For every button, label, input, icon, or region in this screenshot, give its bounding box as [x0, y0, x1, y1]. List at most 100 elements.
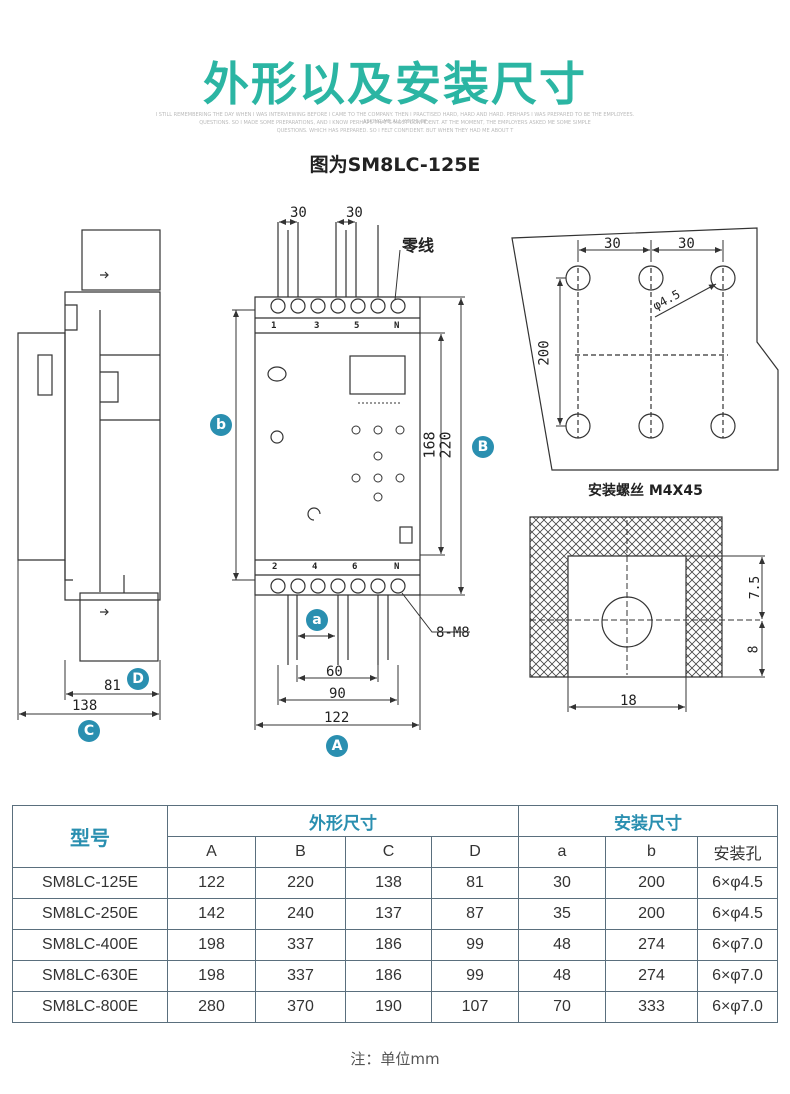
header-outline: 外形尺寸 — [167, 805, 519, 837]
tagline-line-3: QUESTIONS. WHICH HAS PREPARED. SO I FELT… — [276, 128, 514, 134]
value-cell: 99 — [431, 960, 519, 992]
dim-30-right: 30 — [346, 205, 363, 221]
tagline-line-1: I STILL REMEMBERING THE DAY WHEN I WAS I… — [155, 112, 635, 125]
cutout-dim-18: 18 — [620, 693, 637, 709]
value-cell: 337 — [255, 929, 346, 961]
col-header: a — [518, 836, 606, 868]
value-cell: 99 — [431, 929, 519, 961]
model-cell: SM8LC-630E — [12, 960, 168, 992]
plate-dim-30-a: 30 — [604, 236, 621, 252]
value-cell: 190 — [345, 991, 432, 1023]
value-cell: 81 — [431, 867, 519, 899]
side-view — [17, 229, 161, 662]
value-cell: 48 — [518, 929, 606, 961]
value-cell: 198 — [167, 960, 256, 992]
value-cell: 186 — [345, 929, 432, 961]
model-cell: SM8LC-125E — [12, 867, 168, 899]
terminal-label: N — [394, 321, 400, 331]
value-cell: 87 — [431, 898, 519, 930]
value-cell: 35 — [518, 898, 606, 930]
model-cell: SM8LC-400E — [12, 929, 168, 961]
terminal-label: 2 — [272, 562, 278, 572]
value-cell: 107 — [431, 991, 519, 1023]
value-cell: 48 — [518, 960, 606, 992]
col-header: A — [167, 836, 256, 868]
badge-d: D — [127, 668, 149, 690]
unit-note: 注：单位mm — [350, 1050, 440, 1068]
badge-b-lower: b — [210, 414, 232, 436]
mount-screw-caption: 安装螺丝 M4X45 — [588, 483, 703, 499]
value-cell: 30 — [518, 867, 606, 899]
terminal-label: N — [394, 562, 400, 572]
header-install: 安装尺寸 — [518, 805, 778, 837]
value-cell: 6×φ7.0 — [697, 929, 778, 961]
badge-c: C — [78, 720, 100, 742]
value-cell: 186 — [345, 960, 432, 992]
value-cell: 6×φ4.5 — [697, 867, 778, 899]
dimension-drawing — [17, 219, 779, 730]
badge-a: A — [326, 735, 348, 757]
value-cell: 220 — [255, 867, 346, 899]
mount-plate — [511, 227, 779, 471]
col-header: b — [605, 836, 698, 868]
value-cell: 200 — [605, 867, 698, 899]
dim-220: 220 — [436, 431, 455, 459]
terminal-label: 1 — [271, 321, 277, 331]
plate-dim-200: 200 — [536, 340, 553, 366]
dim-30-left: 30 — [290, 205, 307, 221]
value-cell: 274 — [605, 929, 698, 961]
cutout-dim-8: 8 — [746, 645, 762, 654]
terminal-label: 3 — [314, 321, 320, 331]
value-cell: 6×φ7.0 — [697, 991, 778, 1023]
model-cell: SM8LC-250E — [12, 898, 168, 930]
value-cell: 274 — [605, 960, 698, 992]
value-cell: 333 — [605, 991, 698, 1023]
terminal-label: 5 — [354, 321, 360, 331]
dim-138: 138 — [72, 698, 98, 714]
col-header: C — [345, 836, 432, 868]
page-title: 外形以及安装尺寸 — [203, 57, 587, 111]
dim-81: 81 — [104, 678, 121, 694]
value-cell: 280 — [167, 991, 256, 1023]
value-cell: 200 — [605, 898, 698, 930]
value-cell: 137 — [345, 898, 432, 930]
badge-b: B — [472, 436, 494, 458]
value-cell: 337 — [255, 960, 346, 992]
dim-60: 60 — [326, 664, 343, 680]
dim-90: 90 — [329, 686, 346, 702]
col-header: B — [255, 836, 346, 868]
value-cell: 70 — [518, 991, 606, 1023]
value-cell: 142 — [167, 898, 256, 930]
value-cell: 122 — [167, 867, 256, 899]
front-view — [254, 222, 421, 665]
value-cell: 240 — [255, 898, 346, 930]
col-header: D — [431, 836, 519, 868]
badge-a-lower: a — [306, 609, 328, 631]
neutral-label: 零线 — [402, 236, 435, 255]
drawing-subtitle: 图为SM8LC-125E — [309, 154, 481, 176]
tagline-line-2: QUESTIONS. SO I MADE SOME PREPARATIONS, … — [199, 120, 591, 126]
value-cell: 138 — [345, 867, 432, 899]
model-cell: SM8LC-800E — [12, 991, 168, 1023]
panel-cutout — [529, 516, 765, 712]
dim-122: 122 — [324, 710, 350, 726]
plate-dim-30-b: 30 — [678, 236, 695, 252]
value-cell: 370 — [255, 991, 346, 1023]
value-cell: 198 — [167, 929, 256, 961]
value-cell: 6×φ4.5 — [697, 898, 778, 930]
value-cell: 6×φ7.0 — [697, 960, 778, 992]
screw-label: 8-M8 — [436, 625, 470, 641]
cutout-dim-7-5: 7.5 — [748, 575, 764, 600]
header-model: 型号 — [12, 805, 168, 868]
col-header: 安装孔 — [697, 836, 778, 868]
terminal-label: 6 — [352, 562, 358, 572]
terminal-label: 4 — [312, 562, 318, 572]
terminal-screws — [270, 298, 406, 594]
